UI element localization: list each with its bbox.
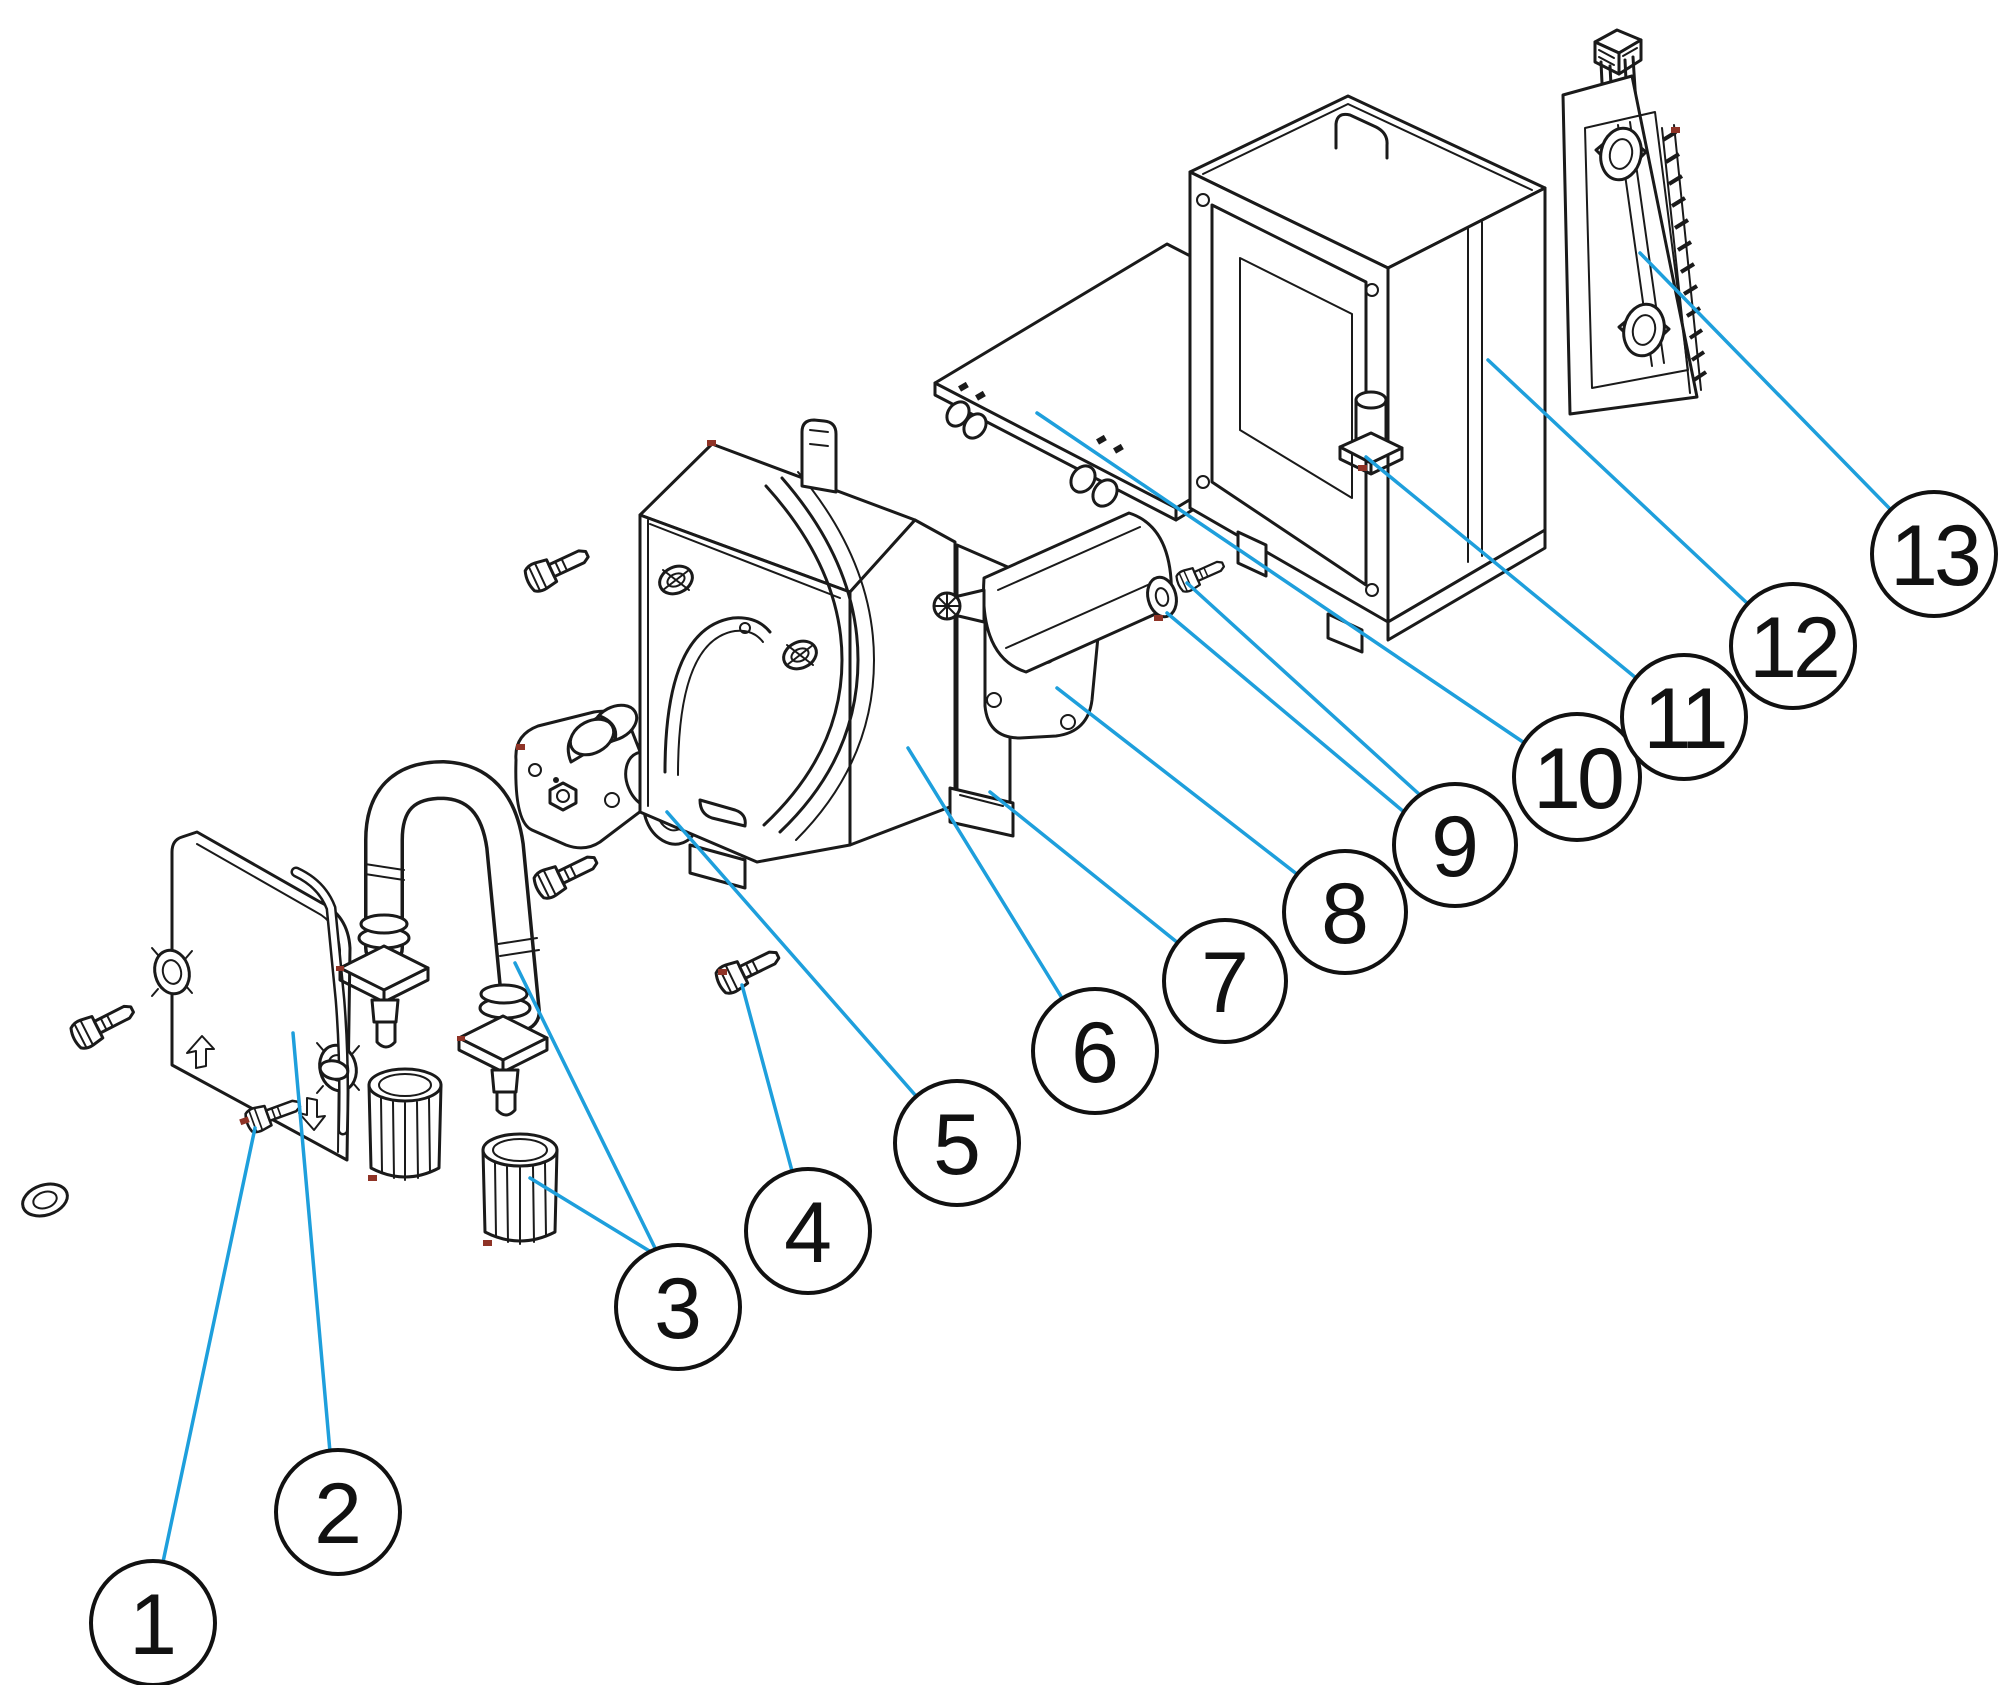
callout-circle-2 <box>274 1448 402 1576</box>
leader-line-7 <box>988 790 1180 945</box>
leader-line-10 <box>1035 411 1525 744</box>
leader-line-2 <box>291 1031 332 1454</box>
callout-circle-3 <box>614 1243 742 1371</box>
leader-line-9-2 <box>1185 581 1422 797</box>
callout-11: 11 <box>1620 653 1748 781</box>
callout-number-9: 9 <box>1431 799 1479 895</box>
shaft-screw <box>1173 553 1229 596</box>
back-gasket-frame <box>1561 28 1708 416</box>
leader-line-5 <box>665 810 918 1098</box>
callout-10: 10 <box>1512 712 1642 842</box>
leader-line-12 <box>1486 358 1750 606</box>
callout-number-1: 1 <box>129 1577 177 1673</box>
callout-number-11: 11 <box>1643 671 1724 767</box>
red-tick-marks <box>239 127 1680 1246</box>
callout-1: 1 <box>89 1559 217 1685</box>
grommet-ring <box>21 1182 69 1218</box>
callout-2: 2 <box>274 1448 402 1576</box>
leader-line-6 <box>906 746 1064 1000</box>
shaft-washer <box>1146 575 1178 619</box>
callout-circle-1 <box>89 1559 217 1685</box>
thin-tube <box>290 866 350 1136</box>
callout-circle-7 <box>1162 918 1288 1044</box>
callout-circle-8 <box>1282 849 1408 975</box>
callout-12: 12 <box>1729 582 1857 710</box>
callout-5: 5 <box>893 1079 1021 1207</box>
callout-circle-12 <box>1729 582 1857 710</box>
tube-fitting-right <box>457 983 549 1117</box>
callout-number-8: 8 <box>1321 866 1369 962</box>
callout-8: 8 <box>1282 849 1408 975</box>
leader-line-8 <box>1055 686 1300 877</box>
housing-box <box>1188 94 1547 654</box>
callout-3: 3 <box>614 1243 742 1371</box>
tube-fitting-left <box>338 913 430 1049</box>
callout-6: 6 <box>1031 987 1159 1115</box>
callout-number-6: 6 <box>1071 1005 1119 1101</box>
knurled-cap-right <box>481 1132 559 1245</box>
peristaltic-cover-plate <box>151 830 360 1162</box>
callout-circle-4 <box>744 1167 872 1295</box>
pump-head-bracket <box>638 442 957 890</box>
callout-circle-6 <box>1031 987 1159 1115</box>
leader-line-4 <box>740 983 794 1173</box>
knurled-cap-left <box>367 1067 443 1181</box>
callout-4: 4 <box>744 1167 872 1295</box>
leader-line-3-2 <box>513 961 657 1250</box>
callout-circle-5 <box>893 1079 1021 1207</box>
callout-7: 7 <box>1162 918 1288 1044</box>
callout-number-5: 5 <box>933 1097 981 1193</box>
leader-line-3-1 <box>528 1176 653 1254</box>
callout-number-4: 4 <box>784 1185 832 1281</box>
callout-number-13: 13 <box>1890 508 1979 604</box>
callout-circle-13 <box>1870 490 1998 618</box>
loose-screw-left <box>66 995 141 1054</box>
leader-line-13 <box>1638 251 1893 512</box>
pump-tube <box>364 759 541 1032</box>
callout-number-10: 10 <box>1533 731 1622 827</box>
callout-number-12: 12 <box>1749 600 1837 696</box>
callout-number-7: 7 <box>1201 935 1249 1031</box>
leader-line-11 <box>1364 455 1638 680</box>
callout-circle-9 <box>1392 782 1518 908</box>
leader-line-9-1 <box>1165 611 1406 814</box>
leader-line-1 <box>161 1126 257 1564</box>
callout-number-3: 3 <box>654 1261 702 1357</box>
callout-13: 13 <box>1870 490 1998 618</box>
callout-number-2: 2 <box>314 1466 362 1562</box>
callout-circle-11 <box>1620 653 1748 781</box>
inner-standoff <box>1338 390 1404 476</box>
callout-circle-10 <box>1512 712 1642 842</box>
callout-9: 9 <box>1392 782 1518 908</box>
